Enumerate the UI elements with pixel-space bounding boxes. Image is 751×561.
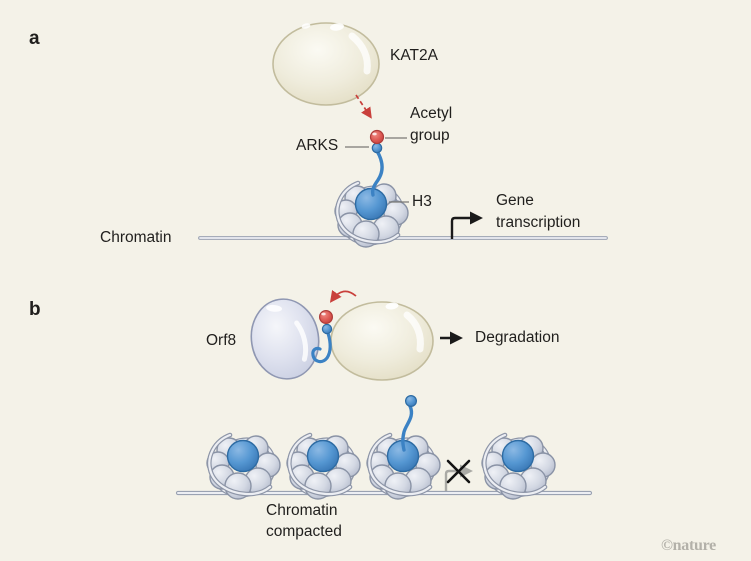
arks-residue-dot: [371, 142, 383, 154]
panel-b-label: b: [29, 299, 41, 320]
panel-b-artwork: [175, 289, 593, 504]
transcription-start-arrow-icon: [450, 211, 483, 239]
gene-transcription-label: Gene transcription: [496, 192, 581, 231]
nature-credit: ©nature: [661, 537, 716, 554]
blocked-transcription-arrow-icon: [444, 464, 473, 491]
acetyl-group-label: Acetyl group: [410, 105, 453, 144]
acetyl-dot: [369, 129, 385, 145]
orf8-acetyl-highlight: [321, 312, 326, 316]
acetyl-mimic-arrow-icon: [329, 289, 357, 303]
orf8-blob: [250, 298, 320, 380]
acetyl-transfer-arrow-icon: [355, 94, 372, 119]
orf8-hook-tail: [311, 331, 332, 364]
orf8-arks-dot: [321, 323, 333, 335]
orf8-label: Orf8: [206, 332, 237, 349]
x-mark-icon: [446, 459, 471, 484]
panel-a-artwork: [198, 22, 608, 252]
kat2a-label: KAT2A: [390, 47, 438, 64]
acetyl-dot-highlight: [372, 132, 377, 136]
h3-label: H3: [412, 193, 432, 210]
h3-tail: [370, 149, 384, 197]
orf8-acetyl-dot: [319, 310, 334, 325]
arks-label: ARKS: [296, 137, 339, 154]
degradation-label: Degradation: [475, 329, 560, 346]
panel-a-label: a: [29, 28, 40, 49]
kat2a-blob: [272, 22, 380, 106]
chromatin-compacted-label: Chromatin compacted: [266, 502, 342, 540]
kat2a-blob-degraded: [330, 301, 434, 381]
chromatin-label: Chromatin: [100, 229, 172, 246]
free-h3-tail: [401, 395, 418, 452]
